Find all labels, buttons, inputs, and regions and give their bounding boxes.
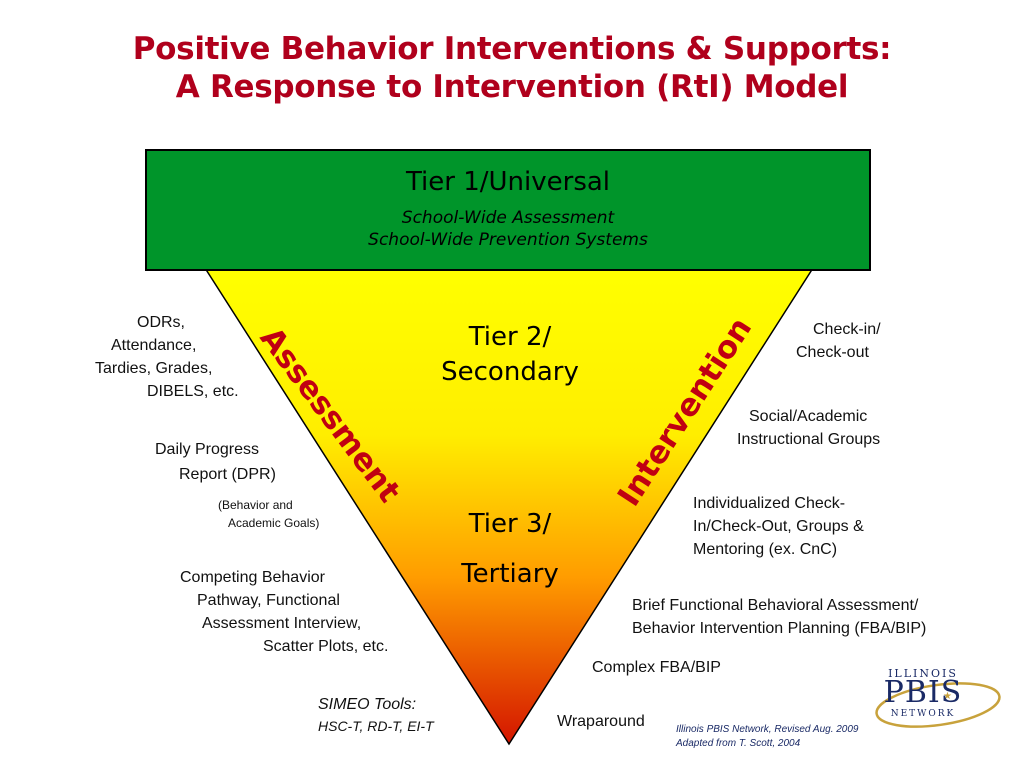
note-competing-line-4: Scatter Plots, etc. — [263, 638, 389, 655]
note-simeo-line-2: HSC-T, RD-T, EI-T — [318, 718, 434, 734]
credit-line-1: Illinois PBIS Network, Revised Aug. 2009 — [676, 724, 859, 735]
tier1-school-wide-prevention: School-Wide Prevention Systems — [368, 230, 648, 250]
note-odrs-line-2: Attendance, — [111, 337, 197, 354]
note-competing-line-2: Pathway, Functional — [197, 592, 340, 609]
note-dpr-detail-line-1: (Behavior and — [218, 498, 293, 512]
note-complex-fba-bip: Complex FBA/BIP — [592, 659, 721, 676]
slide-title: Positive Behavior Interventions & Suppor… — [0, 30, 1024, 106]
tier1-box — [145, 149, 871, 271]
note-social-line-1: Social/Academic — [749, 408, 868, 425]
note-cico-line-2: Check-out — [796, 344, 869, 361]
tier1-universal: Tier 1/Universal School-Wide Assessment … — [146, 150, 870, 270]
note-individualized: Individualized Check- In/Check-Out, Grou… — [693, 492, 864, 561]
note-individualized-line-2: In/Check-Out, Groups & — [693, 518, 864, 535]
note-social-academic: Social/Academic Instructional Groups — [737, 405, 880, 451]
tier3-line-1: Tier 3/ — [468, 509, 552, 539]
tier2-secondary: Tier 2/ Secondary — [400, 320, 620, 390]
note-dpr-detail-line-2: Academic Goals) — [228, 516, 320, 530]
note-competing-line-1: Competing Behavior — [180, 569, 325, 586]
note-fba-line-1: Brief Functional Behavioral Assessment/ — [632, 597, 919, 614]
note-individualized-line-1: Individualized Check- — [693, 495, 846, 512]
logo-word-pbis: PBIS — [883, 675, 963, 710]
note-fba-bip: Brief Functional Behavioral Assessment/ … — [632, 594, 926, 640]
note-cico-line-1: Check-in/ — [813, 321, 881, 338]
note-competing-behavior: Competing Behavior Pathway, Functional A… — [180, 566, 388, 658]
tier3-line-2: Tertiary — [461, 559, 559, 589]
note-fba-line-2: Behavior Intervention Planning (FBA/BIP) — [632, 620, 927, 637]
tier2-line-1: Tier 2/ — [468, 322, 552, 352]
note-dpr-line-1: Daily Progress — [155, 441, 260, 458]
note-dpr-detail: (Behavior and Academic Goals) — [218, 496, 319, 532]
note-odrs-line-4: DIBELS, etc. — [147, 383, 239, 400]
note-dpr: Daily Progress Report (DPR) — [155, 437, 276, 487]
illinois-pbis-network-logo: ★ ILLINOIS PBIS NETWORK — [843, 665, 1003, 735]
note-odrs-line-3: Tardies, Grades, — [95, 360, 213, 377]
note-competing-line-3: Assessment Interview, — [202, 615, 362, 632]
note-social-line-2: Instructional Groups — [737, 431, 881, 448]
logo-word-network: NETWORK — [890, 709, 956, 719]
note-odrs: ODRs, Attendance, Tardies, Grades, DIBEL… — [93, 311, 239, 403]
note-wraparound: Wraparound — [557, 713, 645, 730]
note-dpr-line-2: Report (DPR) — [179, 466, 276, 483]
svg-text:★: ★ — [943, 691, 952, 702]
credit-note: Illinois PBIS Network, Revised Aug. 2009… — [676, 723, 859, 751]
logo-word-illinois: ILLINOIS — [888, 667, 958, 680]
logo-swoosh-icon: ★ — [875, 682, 1001, 728]
tier1-heading: Tier 1/Universal — [405, 167, 611, 197]
tier2-line-2: Secondary — [441, 357, 579, 387]
tier1-school-wide-assessment: School-Wide Assessment — [401, 208, 615, 228]
note-odrs-line-1: ODRs, — [137, 314, 185, 331]
note-check-in-check-out: Check-in/ Check-out — [796, 318, 881, 364]
slide-title-line-1: Positive Behavior Interventions & Suppor… — [132, 31, 892, 67]
slide-title-line-2: A Response to Intervention (RtI) Model — [175, 69, 849, 105]
note-individualized-line-3: Mentoring (ex. CnC) — [693, 541, 838, 558]
note-simeo-tools: SIMEO Tools: HSC-T, RD-T, EI-T — [318, 693, 434, 736]
note-simeo-line-1: SIMEO Tools: — [318, 696, 417, 713]
credit-line-2: Adapted from T. Scott, 2004 — [676, 738, 801, 749]
